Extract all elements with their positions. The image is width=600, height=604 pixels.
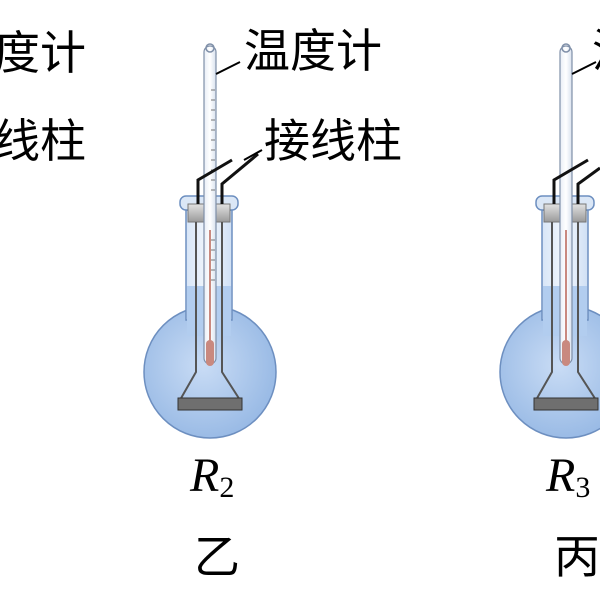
- flask-bing: [499, 43, 600, 439]
- thermometer-top-ring: [205, 43, 215, 53]
- resistor-var: R: [190, 449, 220, 502]
- apparatus-label-bing: 丙: [554, 534, 600, 580]
- terminal-wire-1: [552, 158, 589, 204]
- heating-coil: [533, 397, 599, 411]
- left-terminal-label-fragment: 线柱: [0, 114, 86, 168]
- inner-lead-right: [577, 222, 597, 401]
- leader-terminal: [243, 149, 263, 161]
- heating-coil: [177, 397, 243, 411]
- terminal-wire-2: [576, 166, 600, 204]
- inner-lead-right: [221, 222, 241, 401]
- resistor-label-r3: R3: [546, 452, 590, 503]
- thermometer-bulb: [562, 340, 570, 366]
- thermometer-label: 温度计: [244, 24, 382, 78]
- thermometer-scale: [211, 89, 215, 281]
- flask-yi: [143, 43, 277, 439]
- terminal-wire-1: [196, 158, 233, 204]
- leader-thermometer: [571, 61, 597, 75]
- left-thermometer-label-fragment: 度计: [0, 26, 86, 80]
- leader-thermometer: [215, 61, 241, 75]
- inner-lead-left: [179, 222, 197, 401]
- apparatus-label-yi: 乙: [194, 530, 240, 584]
- terminal-wire-2: [220, 152, 259, 204]
- terminal-label: 接线柱: [264, 114, 402, 168]
- resistor-subscript: 3: [575, 471, 591, 504]
- right-thermometer-label-fragment: 温: [592, 28, 600, 74]
- resistor-var: R: [546, 449, 576, 502]
- inner-lead-left: [535, 222, 553, 401]
- resistor-label-r2: R2: [190, 452, 234, 503]
- thermometer-top-ring: [561, 43, 571, 53]
- resistor-subscript: 2: [219, 471, 235, 504]
- thermometer-bulb: [206, 340, 214, 366]
